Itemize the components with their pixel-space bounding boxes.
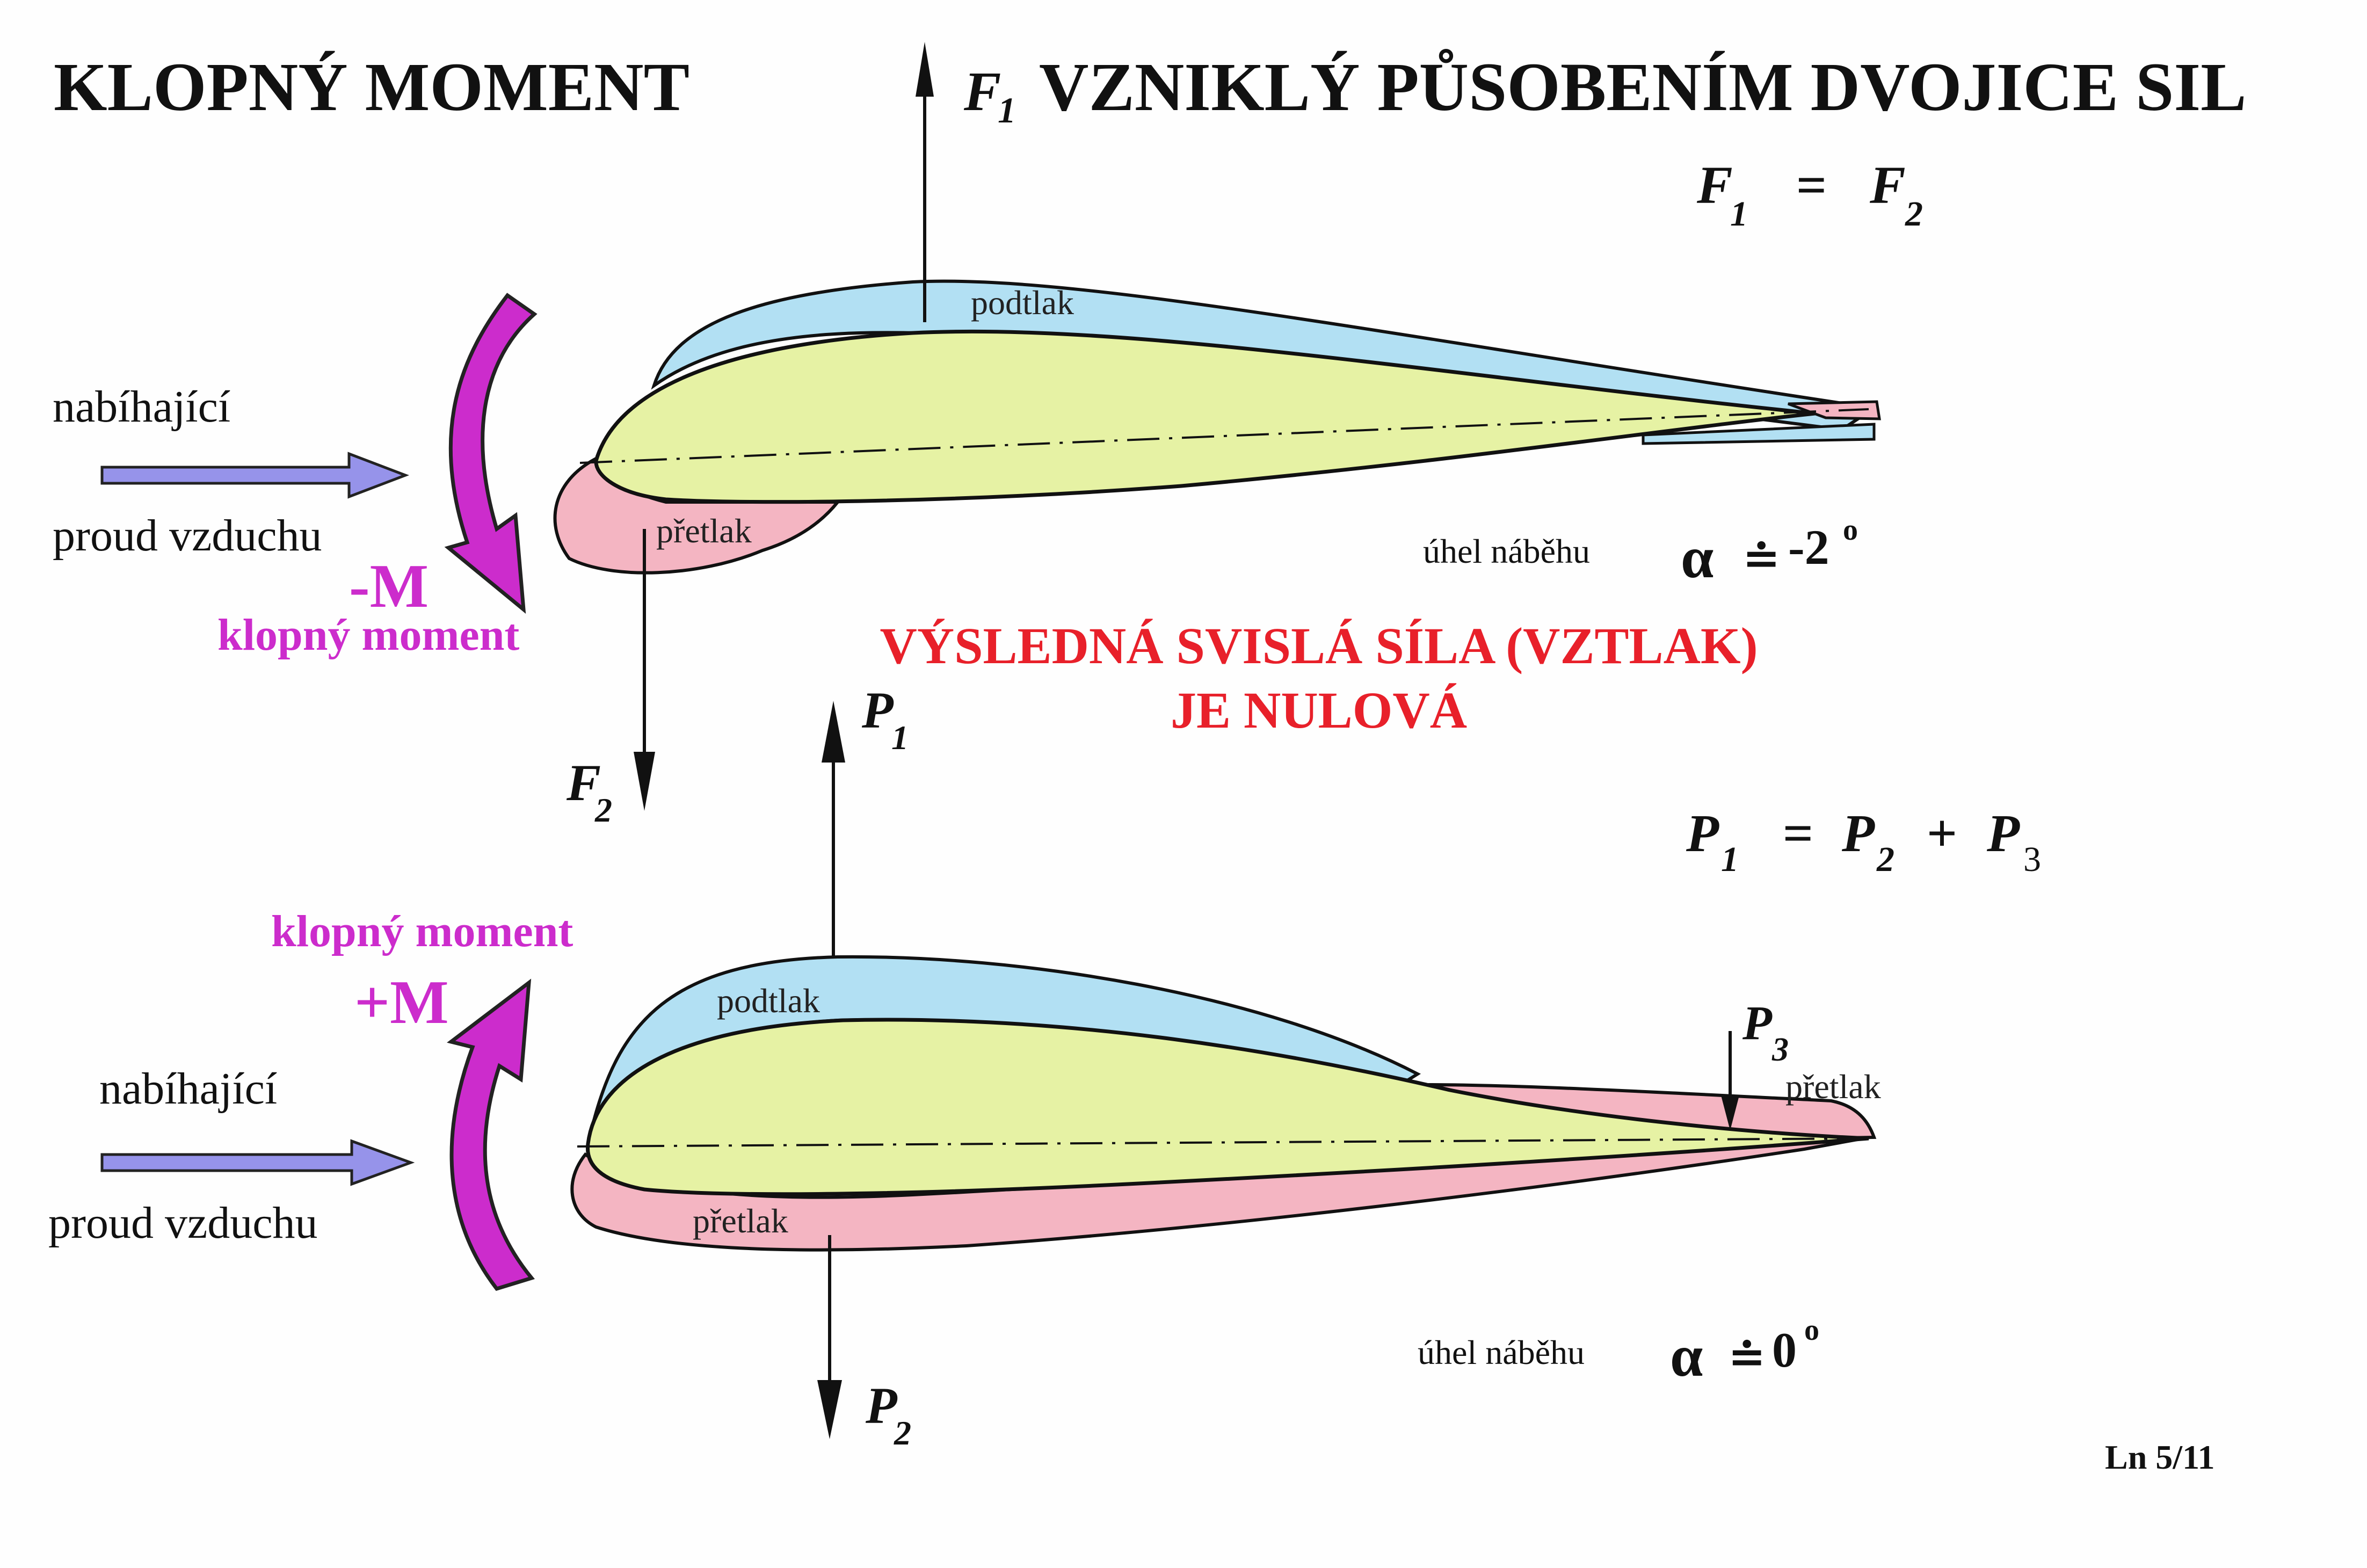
eq-bot-plus: + (1927, 803, 1957, 863)
eq-top-eq: = (1796, 155, 1827, 215)
top-aoa-degree: o (1843, 513, 1858, 547)
title-right: VZNIKLÝ PŮSOBENÍM DVOJICE SIL (1039, 49, 2247, 125)
bottom-moment-sign: +M (354, 968, 449, 1037)
bottom-aoa-label: úhel náběhu (1418, 1333, 1585, 1371)
eq-bot-b: P (1841, 803, 1875, 863)
force-p1-arrowhead (822, 701, 845, 763)
bottom-moment-label: klopný moment (271, 906, 573, 956)
top-aoa-approx: ≐ (1742, 534, 1780, 584)
bottom-moment-arrow (447, 978, 535, 1291)
eq-top-b: F (1869, 155, 1906, 215)
bottom-chord-line (577, 1137, 1869, 1148)
force-p2-subscript: 2 (894, 1414, 911, 1452)
top-flow-line1: nabíhající (53, 382, 230, 432)
force-p2-arrowhead (817, 1380, 842, 1439)
title-left: KLOPNÝ MOMENT (54, 49, 689, 125)
top-aoa-value: -2 (1788, 520, 1829, 575)
top-tail-lower (1642, 423, 1876, 445)
force-p1-subscript: 1 (891, 718, 909, 757)
force-p3-arrowhead (1721, 1095, 1739, 1130)
page-number: Ln 5/11 (2105, 1438, 2215, 1476)
top-airfoil-body (594, 329, 1816, 504)
bottom-pressure-label: přetlak (693, 1202, 788, 1240)
force-f2-symbol: F (566, 754, 601, 811)
top-moment-label: klopný moment (217, 610, 519, 660)
eq-bot-c-sub: 3 (2023, 840, 2041, 879)
force-f1-arrowhead (916, 42, 934, 97)
title-force-symbol: F (963, 61, 1001, 122)
bottom-airfoil (570, 955, 1877, 1252)
center-note-line1: VÝSLEDNÁ SVISLÁ SÍLA (VZTLAK) (880, 617, 1758, 674)
eq-bot-a-sub: 1 (1721, 840, 1739, 879)
top-moment-arrow (444, 293, 538, 614)
bottom-aoa-symbol: α (1670, 1323, 1703, 1389)
force-p2-symbol: P (865, 1377, 898, 1434)
top-flow-arrow (100, 452, 410, 499)
eq-top-a-sub: 1 (1730, 194, 1748, 234)
eq-top-a: F (1696, 155, 1733, 215)
bottom-flow-arrow (100, 1139, 415, 1186)
center-note-line2: JE NULOVÁ (1171, 681, 1467, 739)
eq-bot-a: P (1686, 803, 1719, 863)
bottom-flow-line1: nabíhající (99, 1064, 277, 1114)
eq-bot-eq: = (1783, 803, 1813, 863)
force-f2-arrowhead (634, 752, 655, 811)
force-p3-symbol: P (1742, 997, 1773, 1050)
top-moment-sign: -M (349, 552, 429, 621)
bottom-pressure-region (570, 1137, 1864, 1252)
title-force-subscript: 1 (998, 90, 1016, 130)
bottom-aoa-degree: o (1804, 1313, 1819, 1347)
force-p1-symbol: P (861, 681, 894, 739)
top-airfoil (553, 279, 1881, 575)
top-aoa-label: úhel náběhu (1423, 532, 1590, 570)
bottom-tail-pressure-label: přetlak (1785, 1068, 1881, 1106)
bottom-airfoil-body (585, 1018, 1869, 1196)
eq-bot-c: P (1986, 803, 2020, 863)
bottom-equation: P 1 = P 2 + P 3 (1686, 803, 2041, 879)
top-suction-label: podtlak (971, 284, 1074, 322)
force-f2-subscript: 2 (594, 791, 612, 829)
eq-top-b-sub: 2 (1905, 194, 1923, 234)
top-flow-line2: proud vzduchu (53, 511, 322, 561)
bottom-aoa-value: 0 (1772, 1323, 1797, 1377)
top-equation: F 1 = F 2 (1696, 155, 1923, 234)
bottom-suction-label: podtlak (717, 982, 820, 1020)
eq-bot-b-sub: 2 (1876, 840, 1894, 879)
top-aoa-symbol: α (1681, 525, 1713, 590)
force-p3-subscript: 3 (1771, 1032, 1789, 1068)
top-pressure-label: přetlak (656, 512, 752, 550)
bottom-flow-line2: proud vzduchu (48, 1198, 318, 1248)
top-chord-line (579, 408, 1869, 464)
bottom-aoa-approx: ≐ (1728, 1332, 1766, 1382)
